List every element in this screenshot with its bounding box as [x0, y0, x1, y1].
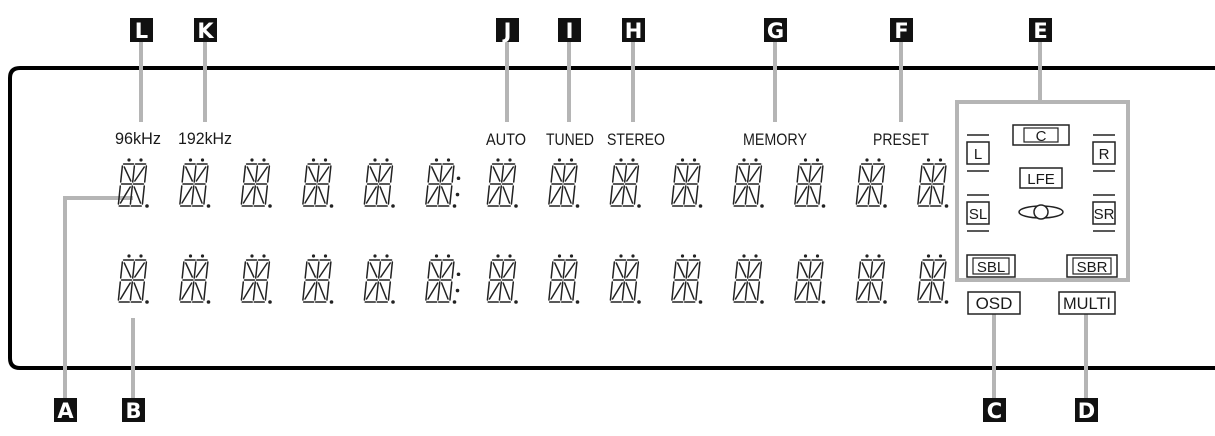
svg-text:A: A [57, 399, 74, 423]
svg-text:J: J [502, 19, 512, 43]
svg-text:SBR: SBR [1077, 259, 1108, 276]
segment-char-r2-c12 [794, 254, 826, 304]
segment-char-r2-c14 [917, 254, 949, 304]
segment-char-r2-c2 [179, 254, 211, 304]
callout-B: B [122, 398, 145, 423]
callout-F: F [890, 18, 913, 43]
callout-K: K [194, 18, 217, 43]
segment-char-r1-c8 [548, 158, 580, 208]
callout-A: A [54, 398, 77, 423]
speaker-sbr: SBR [1066, 254, 1118, 278]
segment-char-r2-c1 [117, 254, 149, 304]
listener-icon [1018, 204, 1064, 220]
segment-char-r2-c7 [486, 254, 518, 304]
callout-I: I [558, 18, 581, 43]
speaker-lfe: LFE [1019, 167, 1063, 189]
segment-char-r2-c4 [302, 254, 334, 304]
speaker-panel [955, 100, 1130, 282]
segment-char-r2-c5 [363, 254, 395, 304]
segment-char-r1-c6 [425, 158, 461, 208]
leader-lines [63, 42, 1088, 398]
segment-char-r2-c11 [732, 254, 764, 304]
indicator-auto: AUTO [486, 130, 526, 149]
indicator-preset: PRESET [873, 130, 929, 149]
callout-H: H [622, 18, 645, 43]
speaker-sbl: SBL [966, 254, 1016, 278]
svg-text:L: L [135, 19, 148, 43]
svg-text:E: E [1033, 19, 1047, 43]
speaker-c: C [1012, 124, 1070, 146]
segment-char-r1-c11 [732, 158, 764, 208]
segment-char-r2-c10 [671, 254, 703, 304]
svg-text:R: R [1099, 146, 1110, 163]
character-grid [117, 158, 949, 304]
segment-char-r1-c5 [363, 158, 395, 208]
display-frame [8, 66, 1215, 370]
indicator-osd: OSD [967, 291, 1021, 315]
svg-text:K: K [197, 19, 214, 43]
callout-J: J [496, 18, 519, 43]
svg-text:LFE: LFE [1027, 171, 1055, 188]
indicator-tuned: TUNED [546, 130, 594, 149]
svg-text:G: G [767, 19, 784, 43]
segment-char-r2-c9 [609, 254, 641, 304]
segment-char-r1-c1 [117, 158, 149, 208]
callout-E: E [1029, 18, 1052, 43]
leader-A [63, 196, 133, 398]
segment-char-r2-c13 [855, 254, 887, 304]
segment-char-r1-c4 [302, 158, 334, 208]
svg-text:C: C [1036, 128, 1047, 145]
svg-text:MULTI: MULTI [1063, 294, 1111, 313]
indicator-stereo: STEREO [607, 130, 665, 149]
svg-text:C: C [987, 399, 1002, 423]
segment-char-r2-c8 [548, 254, 580, 304]
callout-G: G [764, 18, 787, 43]
svg-text:SL: SL [969, 206, 987, 223]
svg-text:B: B [125, 399, 141, 423]
speaker-sl: SL [966, 194, 990, 232]
callout-L: L [130, 18, 153, 43]
svg-text:L: L [974, 146, 982, 163]
segment-char-r1-c2 [179, 158, 211, 208]
segment-char-r1-c13 [855, 158, 887, 208]
svg-text:SBL: SBL [977, 259, 1005, 276]
callout-D: D [1075, 398, 1098, 423]
svg-text:OSD: OSD [976, 294, 1013, 313]
indicator-memory: MEMORY [743, 130, 807, 149]
segment-char-r1-c12 [794, 158, 826, 208]
indicator-96khz: 96kHz [115, 129, 161, 148]
callout-C: C [983, 398, 1006, 423]
segment-char-r1-c3 [240, 158, 272, 208]
speaker-l: L [966, 134, 990, 172]
indicator-192khz: 192kHz [178, 129, 232, 148]
segment-char-r1-c14 [917, 158, 949, 208]
segment-char-r1-c10 [671, 158, 703, 208]
svg-text:H: H [625, 19, 643, 43]
speaker-sr: SR [1092, 194, 1116, 232]
svg-text:F: F [894, 19, 908, 43]
segment-char-r1-c9 [609, 158, 641, 208]
segment-char-r1-c7 [486, 158, 518, 208]
segment-char-r2-c3 [240, 254, 272, 304]
speaker-r: R [1092, 134, 1116, 172]
segment-char-r2-c6 [425, 254, 461, 304]
svg-text:SR: SR [1094, 206, 1115, 223]
svg-text:I: I [566, 19, 574, 43]
indicator-multi: MULTI [1058, 291, 1116, 315]
svg-text:D: D [1078, 399, 1095, 423]
